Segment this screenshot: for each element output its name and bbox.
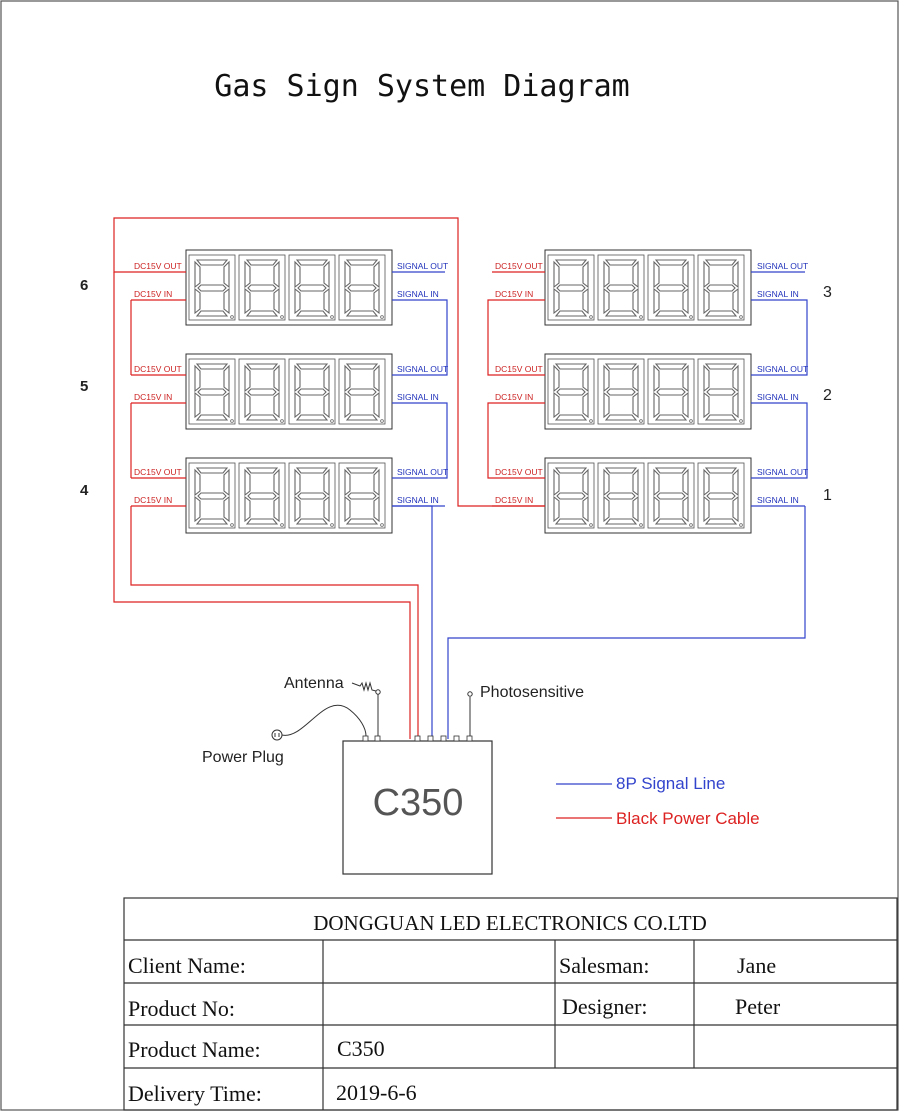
- product-name-value: C350: [337, 1036, 385, 1061]
- svg-text:DC15V IN: DC15V IN: [134, 289, 172, 299]
- product-no-label: Product No:: [128, 996, 235, 1021]
- svg-text:SIGNAL OUT: SIGNAL OUT: [397, 364, 448, 374]
- panel-numbers: 6 5 4 3 2 1: [80, 277, 832, 504]
- panel-number-4: 4: [80, 482, 89, 499]
- svg-text:DC15V OUT: DC15V OUT: [134, 364, 182, 374]
- designer-label: Designer:: [562, 994, 648, 1019]
- svg-text:DC15V IN: DC15V IN: [134, 392, 172, 402]
- salesman-value: Jane: [737, 953, 776, 978]
- antenna-label: Antenna: [284, 675, 344, 692]
- svg-text:DC15V IN: DC15V IN: [495, 495, 533, 505]
- client-name-label: Client Name:: [128, 953, 246, 978]
- company-name: DONGGUAN LED ELECTRONICS CO.LTD: [313, 911, 707, 935]
- svg-text:SIGNAL IN: SIGNAL IN: [397, 392, 439, 402]
- panel-number-3: 3: [823, 284, 832, 301]
- title-block: [123, 897, 898, 1111]
- panel-number-1: 1: [823, 487, 832, 504]
- svg-text:DC15V OUT: DC15V OUT: [495, 261, 543, 271]
- panel-number-2: 2: [823, 387, 832, 404]
- panel-6: [185, 249, 393, 326]
- panel-number-6: 6: [80, 277, 88, 294]
- svg-text:SIGNAL IN: SIGNAL IN: [397, 495, 439, 505]
- controller-box: C350: [342, 735, 493, 875]
- power-labels: DC15V OUT DC15V IN DC15V OUT DC15V IN DC…: [134, 261, 543, 505]
- svg-text:SIGNAL OUT: SIGNAL OUT: [757, 261, 808, 271]
- svg-text:DC15V IN: DC15V IN: [134, 495, 172, 505]
- panel-3: [544, 249, 752, 326]
- product-name-label: Product Name:: [128, 1037, 261, 1062]
- delivery-time-label: Delivery Time:: [128, 1081, 262, 1106]
- svg-text:SIGNAL IN: SIGNAL IN: [757, 392, 799, 402]
- legend-power-label: Black Power Cable: [616, 809, 760, 828]
- signal-wires: [392, 271, 808, 785]
- antenna: [351, 681, 381, 736]
- delivery-time-value: 2019-6-6: [336, 1080, 417, 1105]
- signal-labels: SIGNAL OUT SIGNAL IN SIGNAL OUT SIGNAL I…: [397, 261, 808, 505]
- svg-text:DC15V IN: DC15V IN: [495, 289, 533, 299]
- svg-text:SIGNAL OUT: SIGNAL OUT: [397, 261, 448, 271]
- svg-text:SIGNAL OUT: SIGNAL OUT: [397, 467, 448, 477]
- svg-text:DC15V OUT: DC15V OUT: [134, 467, 182, 477]
- designer-value: Peter: [735, 994, 781, 1019]
- photosensitive-label: Photosensitive: [480, 684, 584, 701]
- svg-text:SIGNAL OUT: SIGNAL OUT: [757, 467, 808, 477]
- controller-label: C350: [373, 782, 464, 824]
- panel-2: [544, 353, 752, 430]
- svg-text:DC15V IN: DC15V IN: [495, 392, 533, 402]
- legend-signal-label: 8P Signal Line: [616, 774, 725, 793]
- power-plug: [271, 704, 367, 741]
- svg-text:SIGNAL IN: SIGNAL IN: [757, 289, 799, 299]
- svg-text:DC15V OUT: DC15V OUT: [495, 364, 543, 374]
- panel-4: [185, 457, 393, 534]
- svg-text:SIGNAL IN: SIGNAL IN: [397, 289, 439, 299]
- diagram-title: Gas Sign System Diagram: [214, 69, 629, 104]
- photosensitive-sensor: [467, 691, 473, 736]
- svg-text:SIGNAL IN: SIGNAL IN: [757, 495, 799, 505]
- panel-5: [185, 353, 393, 430]
- svg-text:SIGNAL OUT: SIGNAL OUT: [757, 364, 808, 374]
- power-wires: [113, 217, 612, 819]
- salesman-label: Salesman:: [559, 953, 649, 978]
- power-plug-label: Power Plug: [202, 749, 284, 766]
- svg-text:DC15V OUT: DC15V OUT: [495, 467, 543, 477]
- panel-number-5: 5: [80, 378, 88, 395]
- svg-text:DC15V OUT: DC15V OUT: [134, 261, 182, 271]
- panel-1: [544, 457, 752, 534]
